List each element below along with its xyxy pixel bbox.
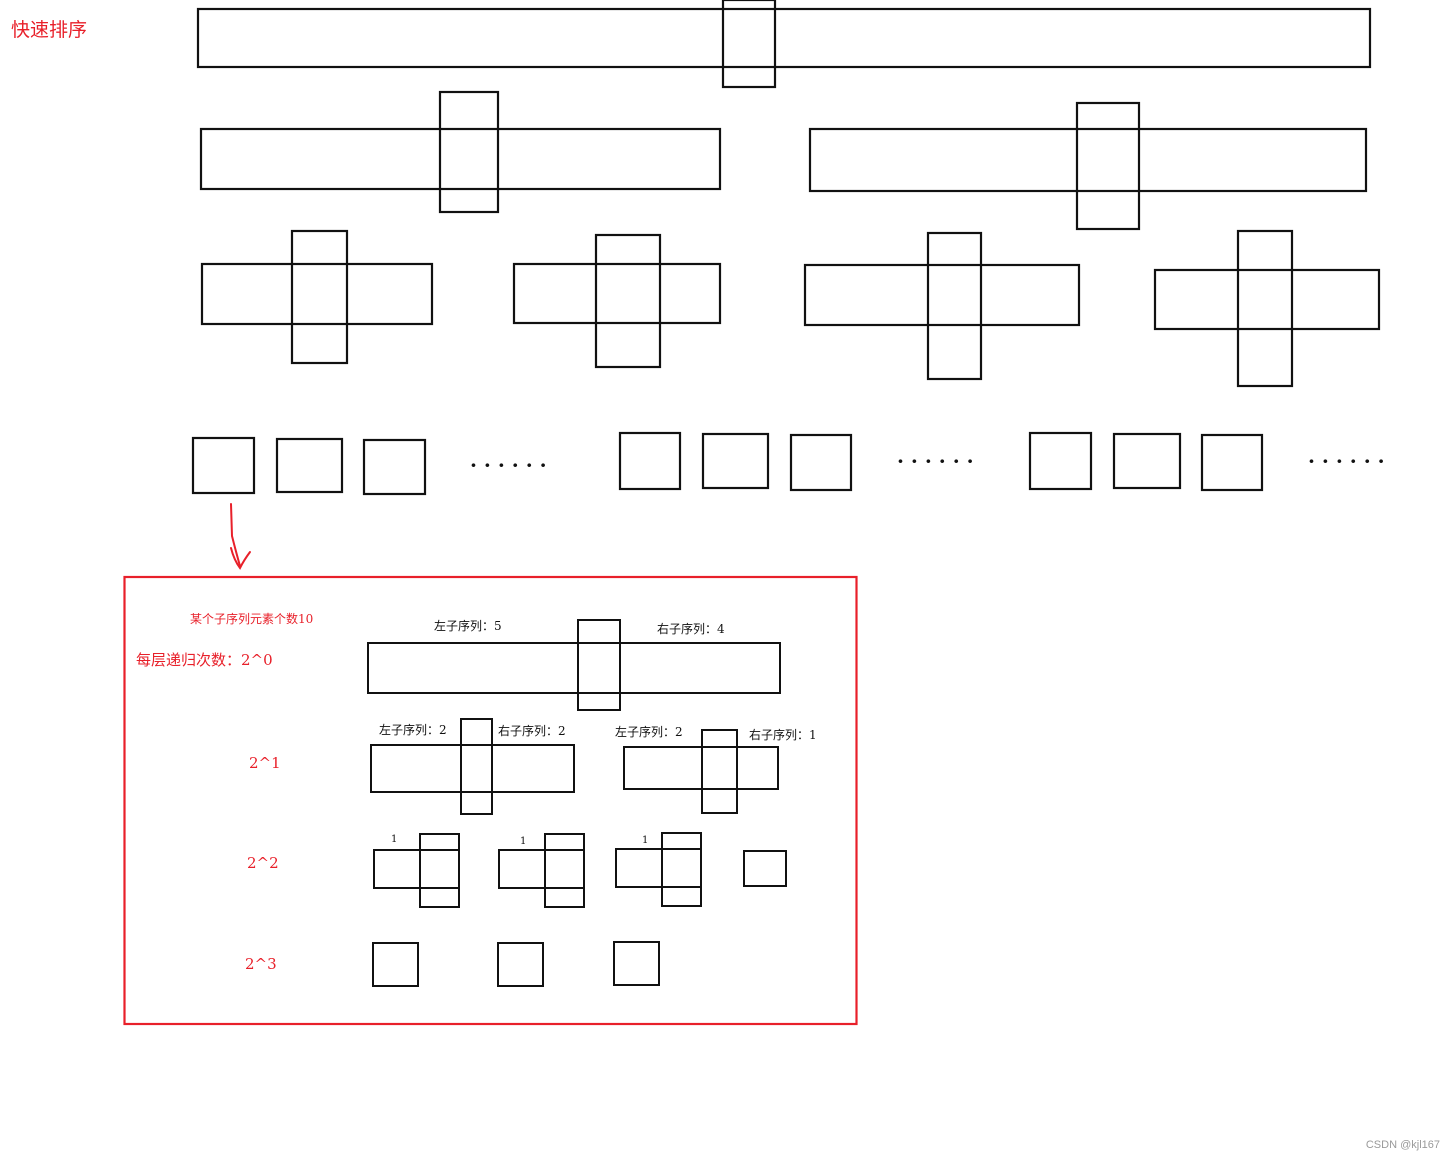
right-subseq-label: 右子序列：2 — [498, 723, 566, 738]
detail-bar-level1-left — [370, 744, 575, 793]
leaf-box — [275, 437, 344, 494]
pivot-box-level2-4 — [1236, 229, 1294, 388]
arrow-down-icon — [230, 503, 251, 570]
page-title: 快速排序 — [11, 19, 87, 41]
array-bar-level1-right — [808, 127, 1368, 193]
recursion-label-level2: 2^2 — [247, 854, 279, 872]
pivot-box-level2-2 — [594, 233, 662, 369]
leaf-box — [1028, 431, 1093, 491]
count-label: 1 — [642, 835, 648, 846]
detail-pivot-level2-1 — [419, 833, 460, 908]
top-tree — [191, 0, 1381, 496]
array-bar-level1-left — [199, 127, 722, 191]
ellipsis-2: · · · · · · — [897, 449, 974, 473]
detail-pivot-level1-left — [460, 718, 493, 815]
watermark: CSDN @kjl167 — [1366, 1139, 1440, 1151]
recursion-label-level1: 2^1 — [249, 754, 281, 772]
detail-pivot-level2-2 — [544, 833, 585, 908]
left-subseq-label: 左子序列：5 — [434, 618, 502, 633]
detail-header: 某个子序列元素个数10 — [190, 611, 313, 626]
left-subseq-label: 左子序列：2 — [379, 722, 447, 737]
array-bar-level2-3 — [803, 263, 1081, 327]
leaf-box — [1112, 432, 1182, 490]
pivot-box-level0 — [721, 0, 777, 89]
detail-tree — [367, 619, 787, 987]
count-label: 1 — [520, 836, 526, 847]
ellipsis-1: · · · · · · — [470, 453, 547, 477]
recursion-label-level0: 每层递归次数：2^0 — [136, 651, 273, 669]
leaf-box — [1200, 433, 1264, 492]
detail-pivot-level0 — [577, 619, 621, 711]
detail-pivot-level1-right — [701, 729, 738, 814]
detail-frame — [123, 575, 858, 1026]
detail-pivot-level2-3 — [661, 832, 702, 907]
detail-leaf-level3 — [372, 942, 419, 987]
leaf-box — [789, 433, 853, 492]
pivot-box-level1-left — [438, 90, 500, 214]
right-subseq-label: 右子序列：1 — [749, 727, 817, 742]
right-subseq-label: 右子序列：4 — [657, 621, 725, 636]
detail-bar-level2-2 — [498, 849, 585, 889]
detail-bar-level0 — [367, 642, 781, 694]
pivot-box-level2-3 — [926, 231, 983, 381]
ellipsis-3: · · · · · · — [1308, 449, 1385, 473]
pivot-box-level1-right — [1075, 101, 1141, 231]
detail-bar-level2-3 — [615, 848, 702, 888]
array-bar-level2-2 — [512, 262, 722, 325]
detail-bar-level2-1 — [373, 849, 460, 889]
array-bar-level0 — [196, 7, 1372, 69]
leaf-box — [191, 436, 256, 495]
array-bar-level2-4 — [1153, 268, 1381, 331]
count-label: 1 — [391, 834, 397, 845]
detail-leaf-level3 — [613, 941, 660, 986]
leaf-box — [362, 438, 427, 496]
array-bar-level2-1 — [200, 262, 434, 326]
pivot-box-level2-1 — [290, 229, 349, 365]
detail-leaf-level3 — [497, 942, 544, 987]
leaf-box — [618, 431, 682, 491]
detail-leaf-level2 — [743, 850, 787, 887]
leaf-box — [701, 432, 770, 490]
recursion-label-level3: 2^3 — [245, 955, 277, 973]
left-subseq-label: 左子序列：2 — [615, 724, 683, 739]
